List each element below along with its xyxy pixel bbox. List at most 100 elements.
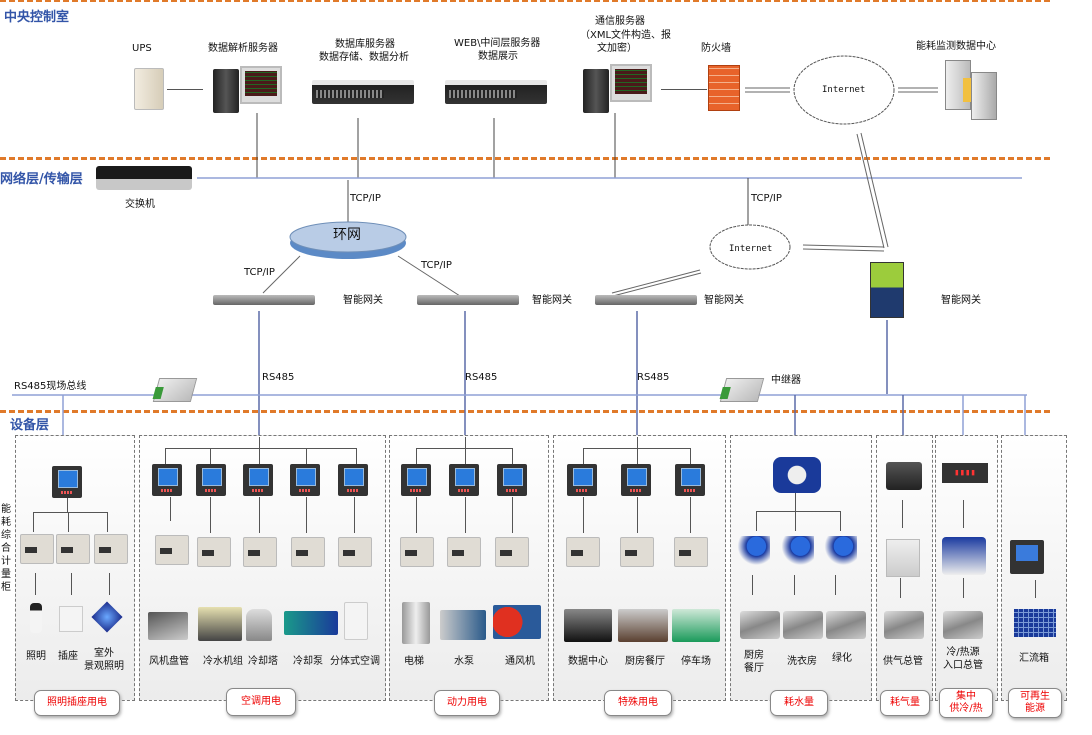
ventilator-icon	[493, 605, 541, 639]
gas-collector-icon	[886, 462, 922, 490]
cooling-pump-icon	[284, 611, 338, 635]
db-server-label-2: 数据存储、数据分析	[319, 52, 409, 63]
multi-meter-icon	[497, 464, 527, 496]
din-meter-icon	[243, 537, 277, 567]
parse-server-label: 数据解析服务器	[208, 43, 278, 54]
din-meter-icon	[338, 537, 372, 567]
device-label: 插座	[58, 651, 78, 662]
converter-icon	[152, 378, 198, 402]
multi-meter-icon	[338, 464, 368, 496]
elevator-icon	[402, 602, 430, 644]
group-tag-lighting: 照明插座用电	[34, 690, 120, 716]
din-meter-icon	[197, 537, 231, 567]
heat-meter-icon	[942, 537, 986, 575]
din-meter-icon	[566, 537, 600, 567]
comm-server-label-3: 文加密）	[597, 43, 637, 54]
gas-meter-icon	[886, 539, 920, 577]
multi-meter-icon	[449, 464, 479, 496]
group-tag-special: 特殊用电	[604, 690, 672, 716]
layer-title-device: 设备层	[10, 418, 50, 433]
din-meter-icon	[56, 534, 90, 564]
device-label: 数据中心	[568, 656, 608, 667]
device-label: 冷却塔	[248, 656, 278, 667]
din-meter-icon	[291, 537, 325, 567]
switch-label: 交换机	[125, 199, 155, 210]
device-label: 冷/热源 入口总管	[943, 647, 983, 671]
repeater-icon	[719, 378, 765, 402]
web-server-label-1: WEB\中间层服务器	[454, 38, 541, 49]
cooling-tower-icon	[246, 609, 272, 641]
gateway-4-label: 智能网关	[941, 295, 981, 306]
fan-coil-icon	[148, 612, 188, 640]
rs485-label-3: RS485	[637, 372, 670, 383]
device-label: 冷却泵	[293, 656, 323, 667]
gateway-4-icon	[870, 262, 904, 318]
pipe-icon	[740, 611, 780, 639]
device-label: 绿化	[832, 653, 852, 664]
firewall-icon	[708, 65, 740, 111]
multi-meter-icon	[243, 464, 273, 496]
socket-icon	[59, 606, 83, 632]
pipe-icon	[943, 611, 983, 639]
device-label: 照明	[26, 651, 46, 662]
group-tag-power: 动力用电	[434, 690, 500, 716]
repeater-label: 中继器	[771, 375, 801, 386]
tcpip-label-2: TCP/IP	[244, 267, 275, 278]
pipe-icon	[884, 611, 924, 639]
device-label: 厨房餐厅	[625, 656, 665, 667]
comm-server-label-2: （XML文件构造、报	[580, 30, 672, 41]
pipe-icon	[826, 611, 866, 639]
cabinet-label: 能耗综合计量柜	[1, 504, 11, 593]
device-label: 水泵	[454, 656, 474, 667]
web-server-icon	[445, 80, 547, 104]
multi-meter-icon	[675, 464, 705, 496]
layer-title-network: 网络层/传输层	[0, 172, 83, 187]
water-pump-icon	[440, 610, 486, 640]
group-tag-hvac: 空调用电	[226, 688, 296, 716]
din-meter-icon	[620, 537, 654, 567]
water-meter-icon	[823, 536, 857, 570]
group-tag-gas: 耗气量	[880, 690, 930, 716]
rs485-label-1: RS485	[262, 372, 295, 383]
gateway-2-icon	[417, 295, 519, 305]
switch-icon	[96, 166, 192, 190]
device-label: 通风机	[505, 656, 535, 667]
parse-server-tower-icon	[213, 69, 239, 113]
ups-icon	[134, 68, 164, 110]
comm-server-monitor-icon	[610, 64, 652, 102]
din-meter-icon	[400, 537, 434, 567]
device-label: 汇流箱	[1019, 653, 1049, 664]
layer-divider-network	[0, 157, 1050, 160]
layer-title-central: 中央控制室	[4, 10, 70, 25]
tcpip-label-1: TCP/IP	[350, 193, 381, 204]
device-label: 厨房 餐厅	[744, 650, 764, 674]
multi-meter-icon	[52, 466, 82, 498]
firewall-label: 防火墙	[701, 43, 731, 54]
din-meter-icon	[94, 534, 128, 564]
device-label: 风机盘管	[149, 656, 189, 667]
split-ac-icon	[344, 602, 368, 640]
layer-divider-top	[0, 0, 1050, 2]
tcpip-label-3: TCP/IP	[421, 260, 452, 271]
multi-meter-icon	[567, 464, 597, 496]
monitor-center-label: 能耗监测数据中心	[916, 41, 996, 52]
kitchen-photo	[618, 609, 668, 642]
gateway-3-icon	[595, 295, 697, 305]
device-label: 供气总管	[883, 656, 923, 667]
din-meter-icon	[674, 537, 708, 567]
device-label: 室外 景观照明	[84, 648, 124, 672]
comm-server-label-1: 通信服务器	[595, 16, 645, 27]
web-server-label-2: 数据展示	[478, 51, 518, 62]
chiller-icon	[198, 607, 242, 641]
parking-photo	[672, 609, 720, 642]
multi-meter-icon	[290, 464, 320, 496]
din-meter-icon	[495, 537, 529, 567]
internet-label-mid: Internet	[729, 244, 773, 254]
main-water-meter-icon	[773, 457, 821, 493]
gateway-2-label: 智能网关	[532, 295, 572, 306]
din-meter-icon	[20, 534, 54, 564]
multi-meter-icon	[196, 464, 226, 496]
group-tag-water: 耗水量	[770, 690, 828, 716]
group-tag-renewable: 可再生 能源	[1008, 688, 1062, 718]
device-label: 洗衣房	[787, 656, 817, 667]
